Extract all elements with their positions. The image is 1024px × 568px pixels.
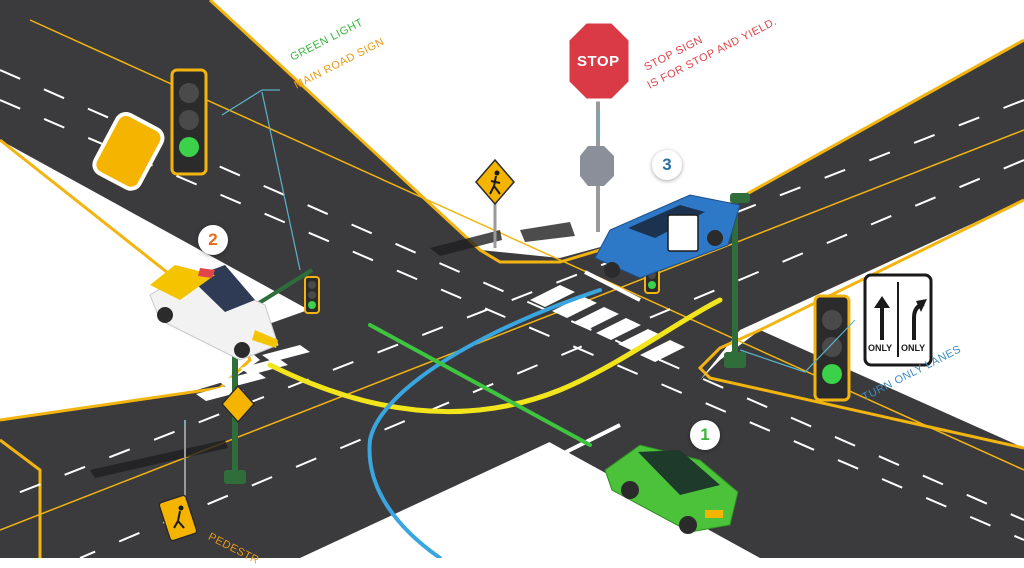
lane-dash	[0, 99, 1024, 501]
crosswalk-right	[530, 285, 685, 362]
lane-dash	[0, 129, 1024, 531]
callout-lines	[184, 89, 856, 425]
white-car	[149, 265, 279, 361]
turn-sign-left-label: ONLY	[868, 343, 893, 353]
sidewalk-top	[210, 0, 1024, 258]
blue-turn-path	[367, 288, 602, 558]
traffic-light-right	[813, 294, 851, 402]
stop-sign-back	[580, 146, 614, 186]
road-edge-left	[0, 138, 252, 422]
pedestrian-sign-bottom	[158, 420, 198, 542]
car-number-badge-3: 3	[652, 150, 682, 180]
highlight-panel	[92, 112, 165, 191]
green-straight-path	[368, 323, 592, 447]
stop-sign-label: STOP	[577, 53, 620, 70]
car-number-badge-2: 2	[198, 225, 228, 255]
car-number-badge-1: 1	[690, 420, 720, 450]
lane-dash	[0, 99, 1024, 541]
road-edge-top-left	[208, 0, 1024, 264]
turn-paths	[267, 288, 723, 558]
road-edge-outer-left	[0, 438, 42, 558]
junction	[250, 220, 740, 470]
green-car	[604, 444, 739, 534]
stop-sign-icon	[566, 20, 632, 232]
sidewalk-right	[700, 200, 1024, 448]
sidewalk-left	[0, 140, 260, 420]
turn-only-sign-icon	[863, 273, 933, 367]
stop-line	[539, 423, 621, 467]
yellow-turn-path	[267, 297, 723, 415]
blue-car	[594, 194, 741, 279]
turn-sign-right-label: ONLY	[901, 343, 926, 353]
road-edge-right	[697, 198, 1024, 450]
lane-dash	[0, 69, 1024, 521]
pedestrian-sign-icon	[475, 158, 515, 248]
traffic-light-top-left	[92, 68, 208, 191]
stop-line	[584, 270, 641, 302]
shadows	[90, 222, 575, 478]
